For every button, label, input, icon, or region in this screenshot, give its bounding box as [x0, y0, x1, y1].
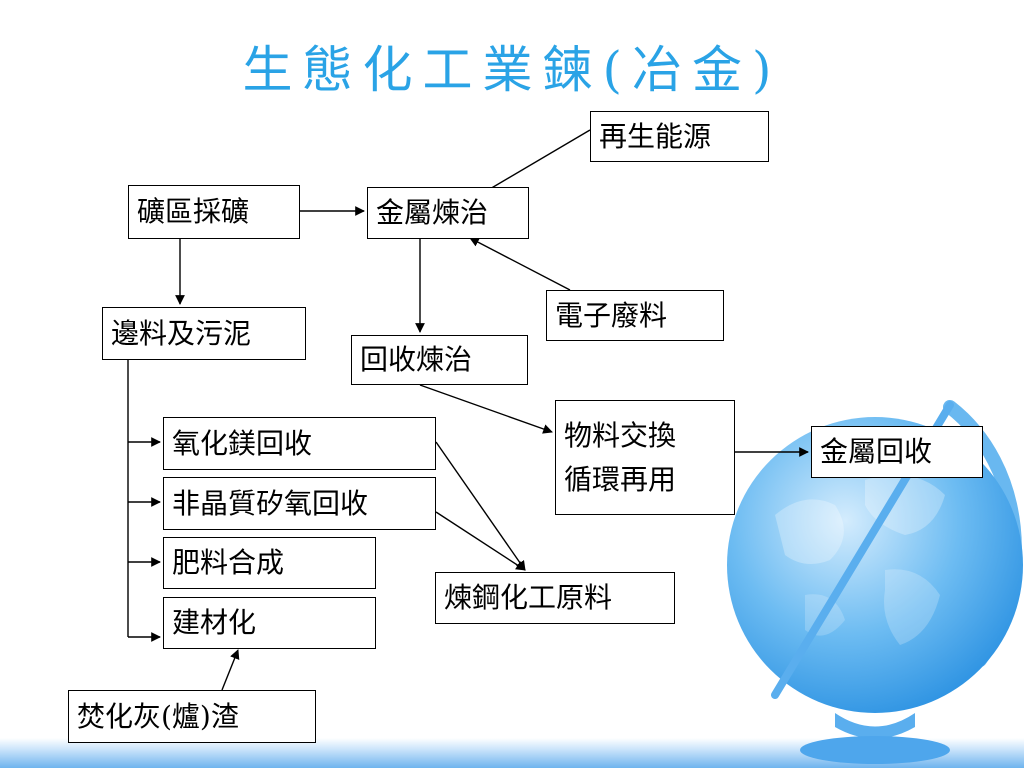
node-e-waste: 電子廢料 [546, 290, 724, 341]
node-renewable-energy: 再生能源 [590, 111, 769, 162]
node-material-exchange-line2: 循環再用 [564, 462, 677, 496]
node-building-material: 建材化 [163, 597, 376, 649]
node-mgo-recovery: 氧化鎂回收 [163, 417, 436, 470]
node-fertilizer: 肥料合成 [163, 537, 376, 589]
node-steel-chem-material: 煉鋼化工原料 [435, 572, 675, 624]
node-amorphous-silica-recovery: 非晶質矽氧回收 [163, 477, 436, 530]
node-mining: 礦區採礦 [128, 185, 300, 239]
node-incinerator-ash: 焚化灰(爐)渣 [68, 690, 316, 743]
node-material-exchange: 物料交換 循環再用 [555, 400, 735, 515]
node-material-exchange-line1: 物料交換 [564, 419, 677, 453]
node-metal-smelting: 金屬煉治 [367, 187, 529, 239]
node-tailings-sludge: 邊料及污泥 [102, 307, 306, 360]
node-metal-recovery: 金屬回收 [811, 426, 983, 478]
globe-icon [727, 400, 1023, 764]
node-recycle-smelting: 回收煉治 [351, 335, 528, 385]
slide-title: 生態化工業鍊(冶金) [242, 41, 782, 99]
